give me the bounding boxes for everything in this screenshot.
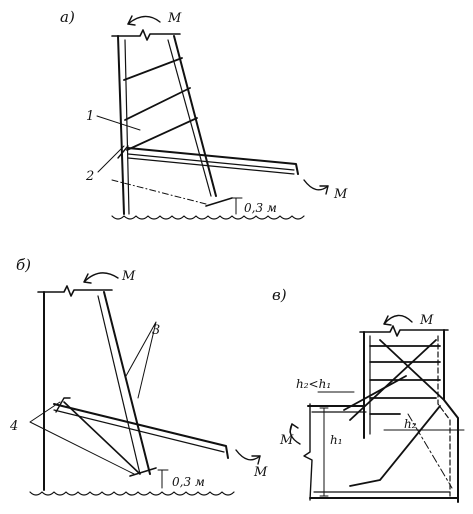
panel-a: а) М 0,3 м 1 2 М — [60, 8, 348, 220]
panel-a-callout-2: 2 — [85, 169, 94, 184]
panel-b-moment-right-label: М — [253, 465, 268, 480]
panel-v-column-right-bar — [437, 335, 451, 497]
panel-a-leader-2 — [97, 145, 125, 173]
panel-v: в) М h₁ h₂ h₂<h₁ — [272, 286, 465, 503]
panel-a-moment-arrow-top — [127, 15, 161, 25]
panel-a-moment-arrow-right — [303, 179, 329, 191]
panel-a-ground — [111, 215, 305, 220]
panel-a-wall-left-face — [117, 35, 125, 215]
panel-a-diagonal-3 — [126, 117, 198, 151]
panel-a-wall-right-face — [173, 35, 217, 197]
panel-b-leader-4 — [29, 401, 135, 475]
panel-b-tag: б) — [16, 256, 31, 274]
panel-b-diagonal-bar — [63, 401, 141, 475]
panel-b-inclined-bar — [97, 295, 141, 475]
panel-v-moment-arrow-top — [383, 314, 413, 325]
panel-a-tag: а) — [60, 8, 75, 26]
panel-v-diagonal-3 — [343, 375, 407, 411]
panel-v-beam-break — [303, 403, 313, 501]
panel-b-callout-3: 3 — [152, 323, 160, 338]
panel-v-moment-arrowhead-left — [289, 423, 299, 433]
panel-v-dash-line — [407, 413, 453, 489]
panel-v-condition: h₂<h₁ — [296, 377, 331, 391]
panel-v-column-right — [443, 329, 459, 503]
panel-b-ground — [29, 491, 235, 496]
panel-v-h1-label: h₁ — [330, 433, 343, 447]
panel-b-leader-3 — [125, 321, 157, 399]
panel-a-leader-1 — [96, 115, 141, 131]
panel-b-moment-top-label: М — [121, 269, 136, 284]
panel-b-wall-right-face — [103, 291, 151, 475]
panel-b-moment-arrowhead-top — [83, 273, 92, 284]
panel-v-diagonal-1 — [379, 339, 445, 401]
panel-a-anchor-bar — [205, 197, 233, 207]
panel-a-wall-left-bar — [124, 39, 130, 215]
panel-b-slab-hook — [55, 397, 71, 413]
panel-b-anchor-bar — [129, 467, 157, 477]
panel-a-diagonal-1 — [123, 57, 183, 81]
panel-b-moment-arrow-right — [235, 449, 261, 461]
panel-b-dim-label: 0,3 м — [172, 475, 205, 489]
panel-b: б) М 3 4 0,3 м М — [9, 256, 268, 496]
panel-a-slab-bar-1 — [127, 153, 295, 171]
panel-a-dim-label: 0,3 м — [244, 201, 277, 215]
panel-b-slab-bar — [53, 409, 225, 453]
panel-v-moment-top-label: М — [419, 313, 434, 328]
panel-a-slab-bar-2 — [127, 157, 295, 175]
panel-v-moment-left-label: М — [279, 433, 294, 448]
panel-b-dim-line — [157, 469, 169, 489]
panel-b-callout-4: 4 — [9, 419, 18, 434]
panel-v-tag: в) — [272, 286, 287, 304]
panel-a-callout-1: 1 — [86, 109, 94, 124]
panel-b-moment-arrow-top — [83, 272, 119, 283]
panel-a-slab-top — [127, 147, 299, 175]
panel-b-slab-top — [53, 403, 229, 459]
panel-a-inclined-bar — [167, 39, 212, 197]
panel-a-moment-right-label: М — [333, 187, 348, 202]
panel-a-moment-top-label: М — [167, 11, 182, 26]
panel-a-moment-arrowhead-right — [319, 185, 329, 195]
panel-a-moment-arrowhead-top — [127, 15, 136, 26]
panel-b-break-line — [37, 285, 113, 297]
panel-v-moment-arrowhead-top — [383, 315, 392, 326]
panel-a-dim-line — [231, 197, 243, 215]
panel-v-diagonal-4 — [349, 405, 441, 487]
panel-a-leader-2-dash — [111, 179, 207, 205]
panel-a-slab-hook — [117, 145, 129, 159]
panel-b-moment-arrowhead-right — [251, 455, 261, 465]
panel-a-diagonal-2 — [124, 87, 191, 121]
panel-v-h2-label: h₂ — [404, 417, 417, 431]
panel-v-dim-h1 — [319, 407, 329, 497]
panel-a-break-line — [111, 29, 181, 41]
panel-v-break-line — [359, 325, 449, 337]
